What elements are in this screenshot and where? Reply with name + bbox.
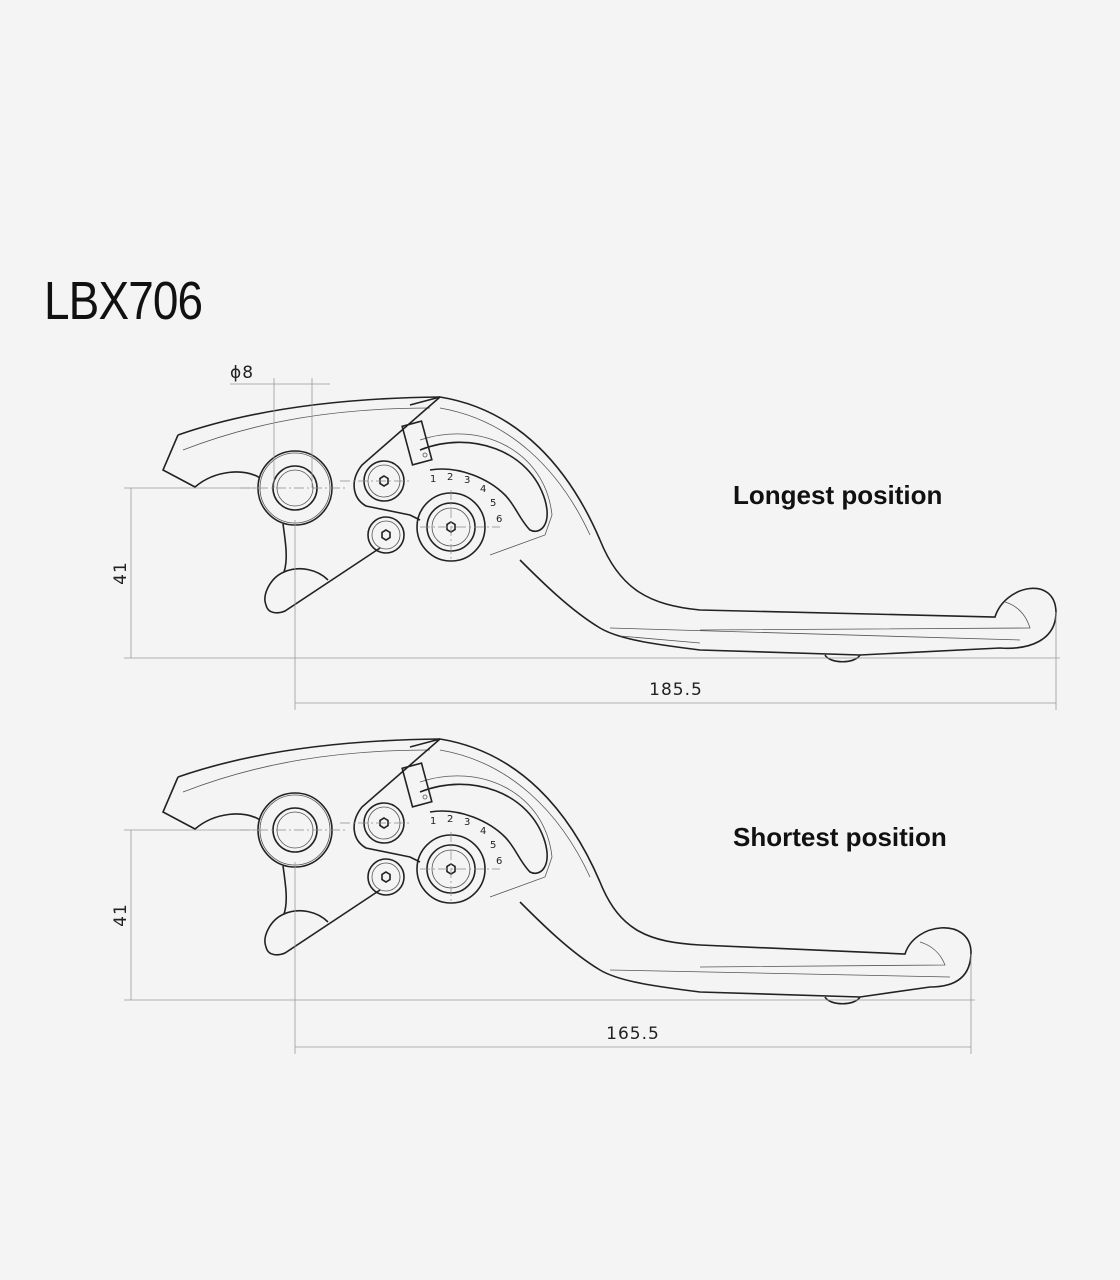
dial-number: 2 [447,472,453,483]
lever-shortest: 41 165.5 1 2 3 4 5 6 [111,738,975,1054]
diameter-dimension: ϕ8 [230,363,254,383]
dial-number: 6 [496,856,502,867]
dial-number: 1 [430,816,436,827]
dial-number: 4 [480,826,486,837]
dial-number: 3 [464,817,470,828]
dial-number: 1 [430,474,436,485]
longest-position-label: Longest position [733,480,943,510]
dial-number: 6 [496,514,502,525]
dial-number: 5 [490,840,496,851]
length-dimension: 185.5 [649,680,703,700]
dial-number: 3 [464,475,470,486]
height-dimension: 41 [111,561,131,585]
product-title: LBX706 [44,271,203,331]
height-dimension: 41 [111,903,131,927]
dial-number: 5 [490,498,496,509]
dial-number: 4 [480,484,486,495]
lever-longest: 41 185.5 ϕ8 1 2 3 4 5 6 [111,363,1060,710]
dial-number: 2 [447,814,453,825]
length-dimension: 165.5 [606,1024,660,1044]
shortest-position-label: Shortest position [733,822,947,852]
